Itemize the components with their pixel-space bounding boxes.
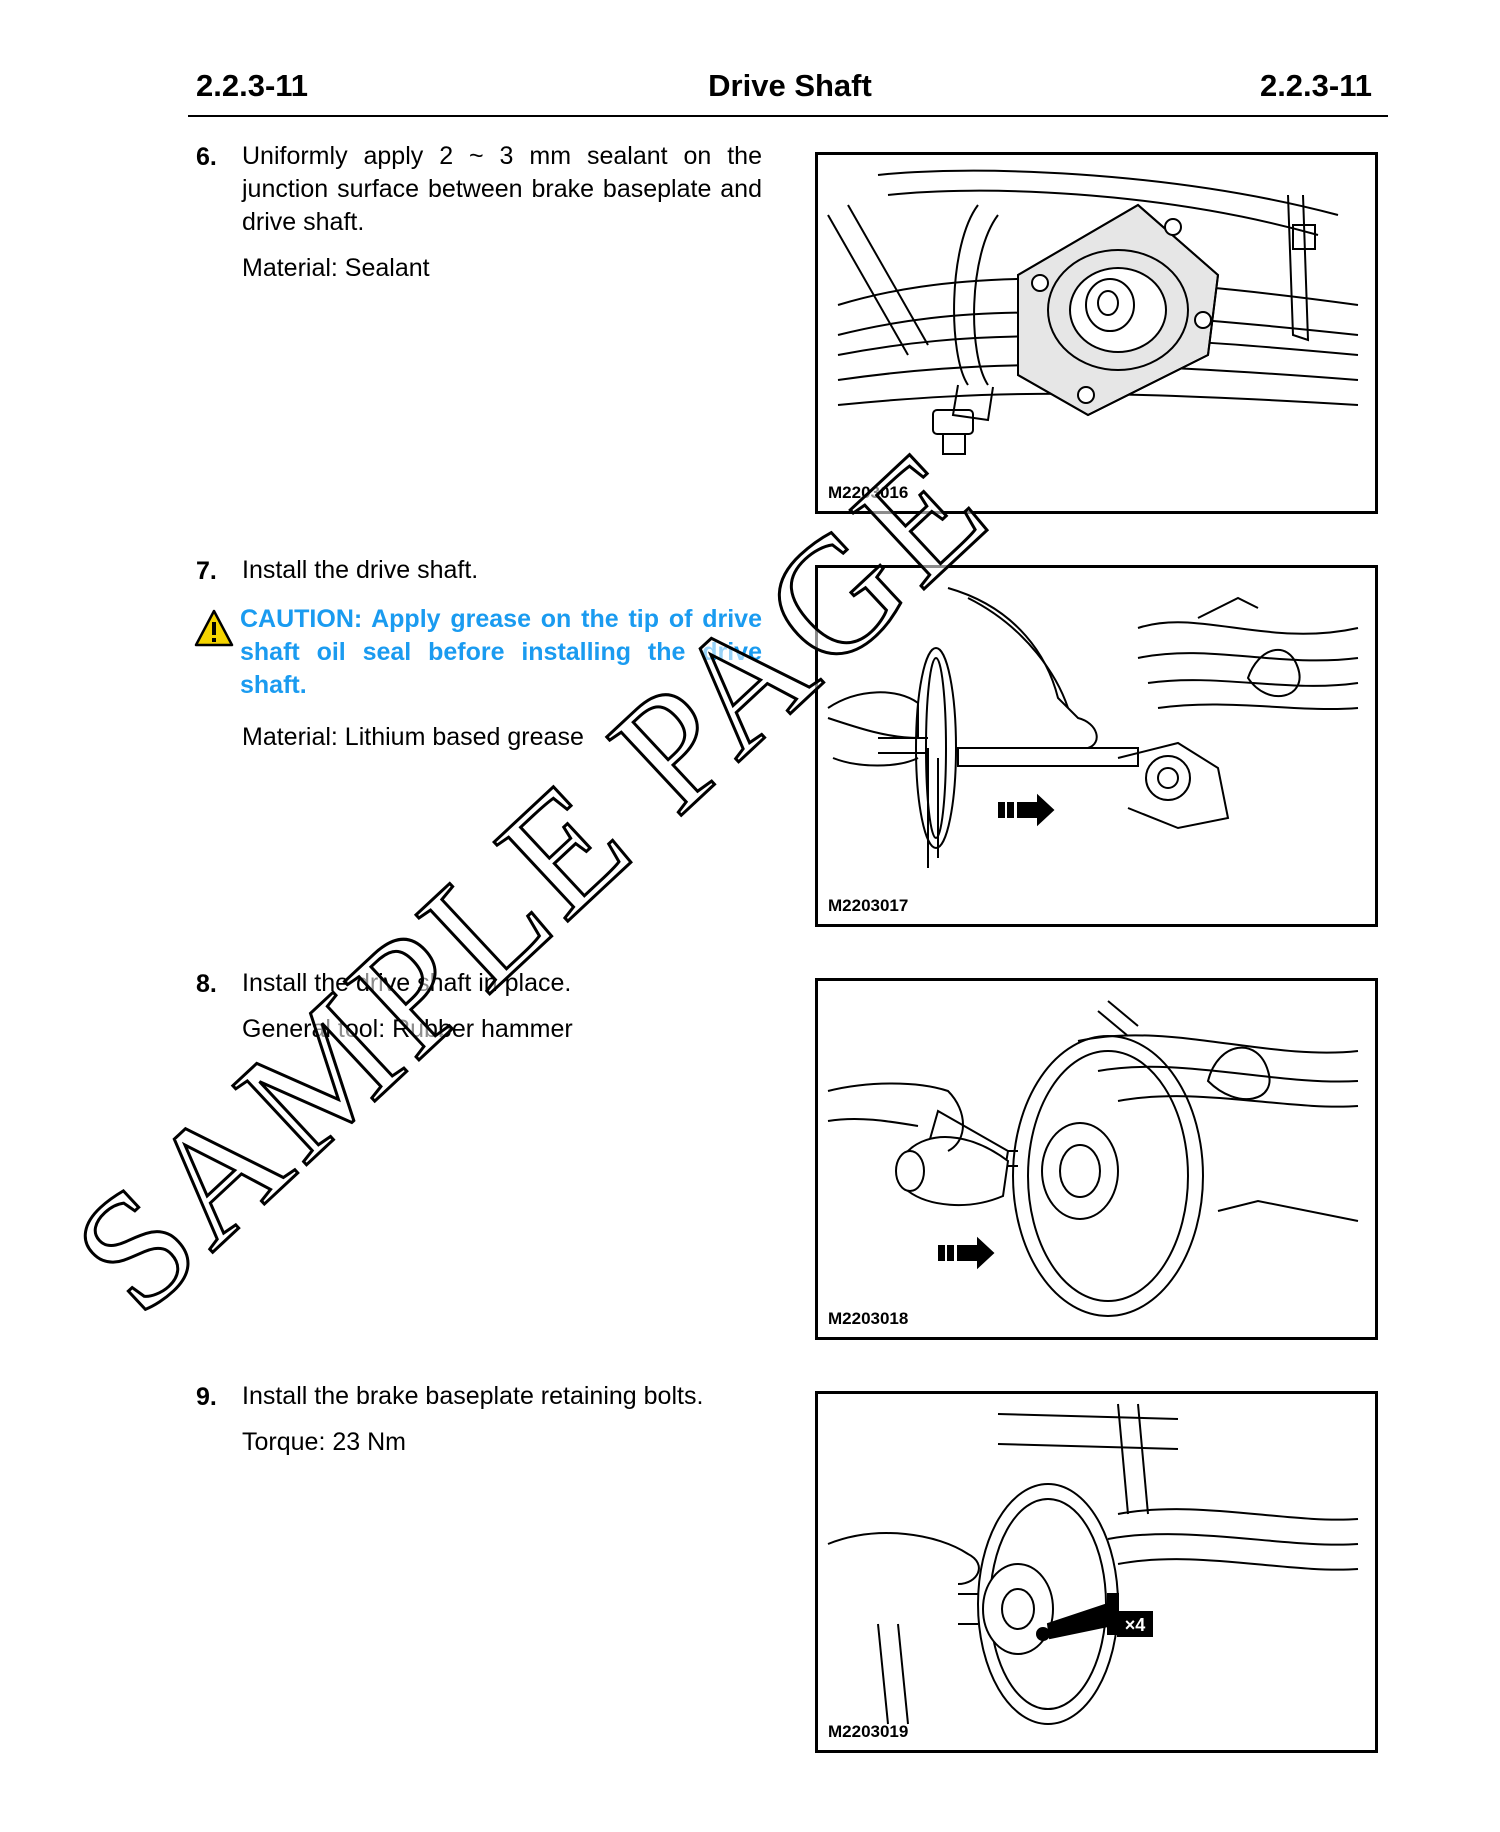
figure-label: M2203017 [828, 896, 909, 915]
step-7-number: 7. [196, 557, 217, 585]
step-9-torque: Torque: 23 Nm [242, 1428, 406, 1456]
step-9-number: 9. [196, 1383, 217, 1411]
section-number-left: 2.2.3-11 [196, 68, 309, 103]
page-title: Drive Shaft [708, 68, 872, 103]
figure-install-drive-shaft: M2203017 [815, 565, 1378, 927]
caution-text: CAUTION: Apply grease on the tip of driv… [240, 605, 762, 699]
figure-label: M2203016 [828, 483, 909, 502]
warning-triangle-icon [194, 609, 234, 647]
step-7-text: Install the drive shaft. [242, 556, 479, 584]
step-6-number: 6. [196, 143, 217, 171]
step-7-material: Material: Lithium based grease [242, 723, 584, 751]
figure-label: M2203019 [828, 1722, 909, 1741]
section-number-right: 2.2.3-11 [1259, 68, 1372, 103]
figure-sealant-baseplate: M2203016 [815, 152, 1378, 514]
figure-baseplate-bolts: ×4 M2203019 [815, 1391, 1378, 1753]
figure-label: M2203018 [828, 1309, 909, 1328]
step-8-tool: General tool: Rubber hammer [242, 1015, 573, 1043]
step-6-text: Uniformly apply 2 ~ 3 mm sealant on the … [242, 142, 762, 236]
step-6-material: Material: Sealant [242, 254, 430, 282]
header-rule [188, 115, 1388, 117]
step-8-text: Install the drive shaft in place. [242, 969, 572, 997]
bolt-count-callout: ×4 [1125, 1615, 1146, 1635]
step-8-number: 8. [196, 970, 217, 998]
figure-rubber-hammer: M2203018 [815, 978, 1378, 1340]
step-9-text: Install the brake baseplate retaining bo… [242, 1382, 704, 1410]
